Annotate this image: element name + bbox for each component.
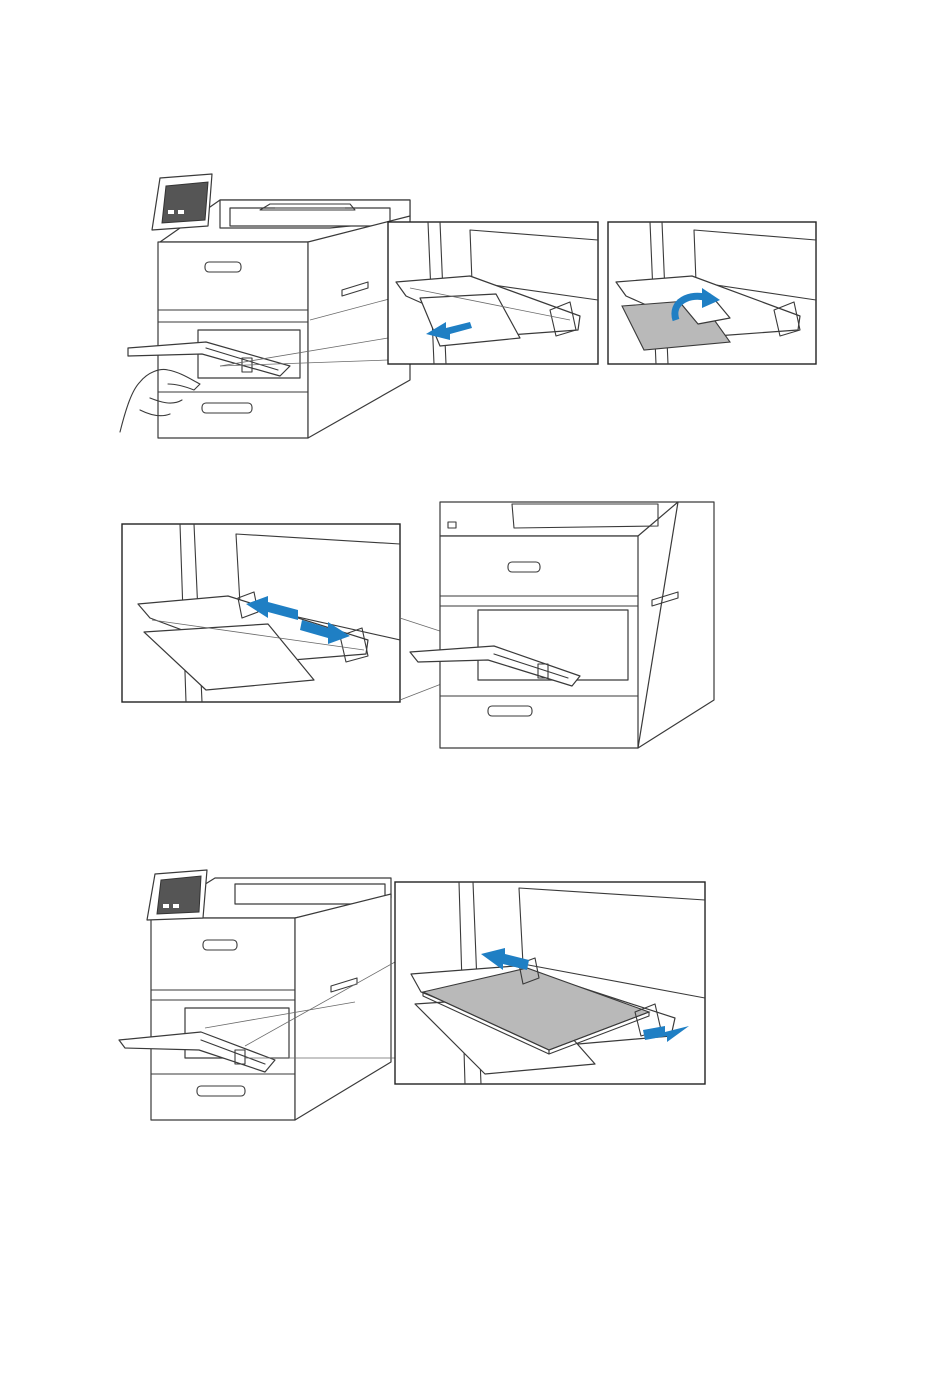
figure-adjust-guides — [118, 500, 723, 755]
printer-adjust-width-guides-illustration — [118, 500, 723, 755]
inset-load-stack — [395, 882, 705, 1084]
printer-extend-tray-extension-illustration — [110, 170, 825, 440]
figure-extend-tray — [110, 170, 825, 440]
printer-body — [152, 174, 410, 438]
printer-body — [410, 502, 714, 748]
printer-load-paper-illustration — [115, 868, 710, 1138]
printer-body — [119, 870, 391, 1120]
figure-load-paper — [115, 868, 710, 1138]
inset-flip-extension — [608, 222, 816, 364]
inset-pull-extension — [388, 222, 598, 364]
inset-width-guides — [122, 524, 400, 702]
